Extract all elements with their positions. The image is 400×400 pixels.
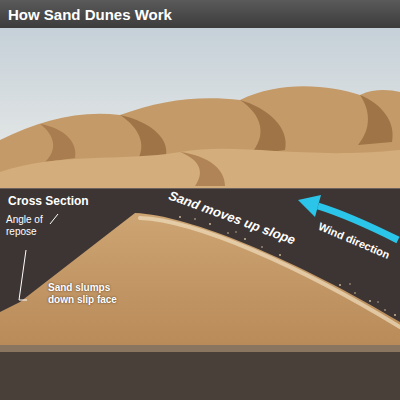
angle-leader [50, 214, 58, 224]
title: How Sand Dunes Work [8, 6, 172, 23]
wind-arrow-head [298, 195, 321, 217]
title-bar [0, 0, 400, 28]
sky [0, 28, 400, 188]
panel-border [0, 188, 400, 189]
front-dunes [0, 149, 400, 188]
slip-face-label: Sand slumps down slip face [48, 282, 132, 306]
dune-shadow [358, 95, 393, 145]
angle-label: Angle of repose [6, 214, 52, 238]
dune-shadow [40, 124, 75, 162]
ground-strip [0, 345, 400, 352]
angle-bracket [19, 250, 27, 300]
ground-base [0, 352, 400, 400]
dune-shadow [180, 152, 225, 186]
section-heading: Cross Section [8, 194, 89, 208]
cross-section-panel [0, 188, 400, 345]
back-dunes [0, 86, 400, 188]
dune-shadow [240, 100, 286, 155]
dune-cross-section [0, 213, 400, 345]
